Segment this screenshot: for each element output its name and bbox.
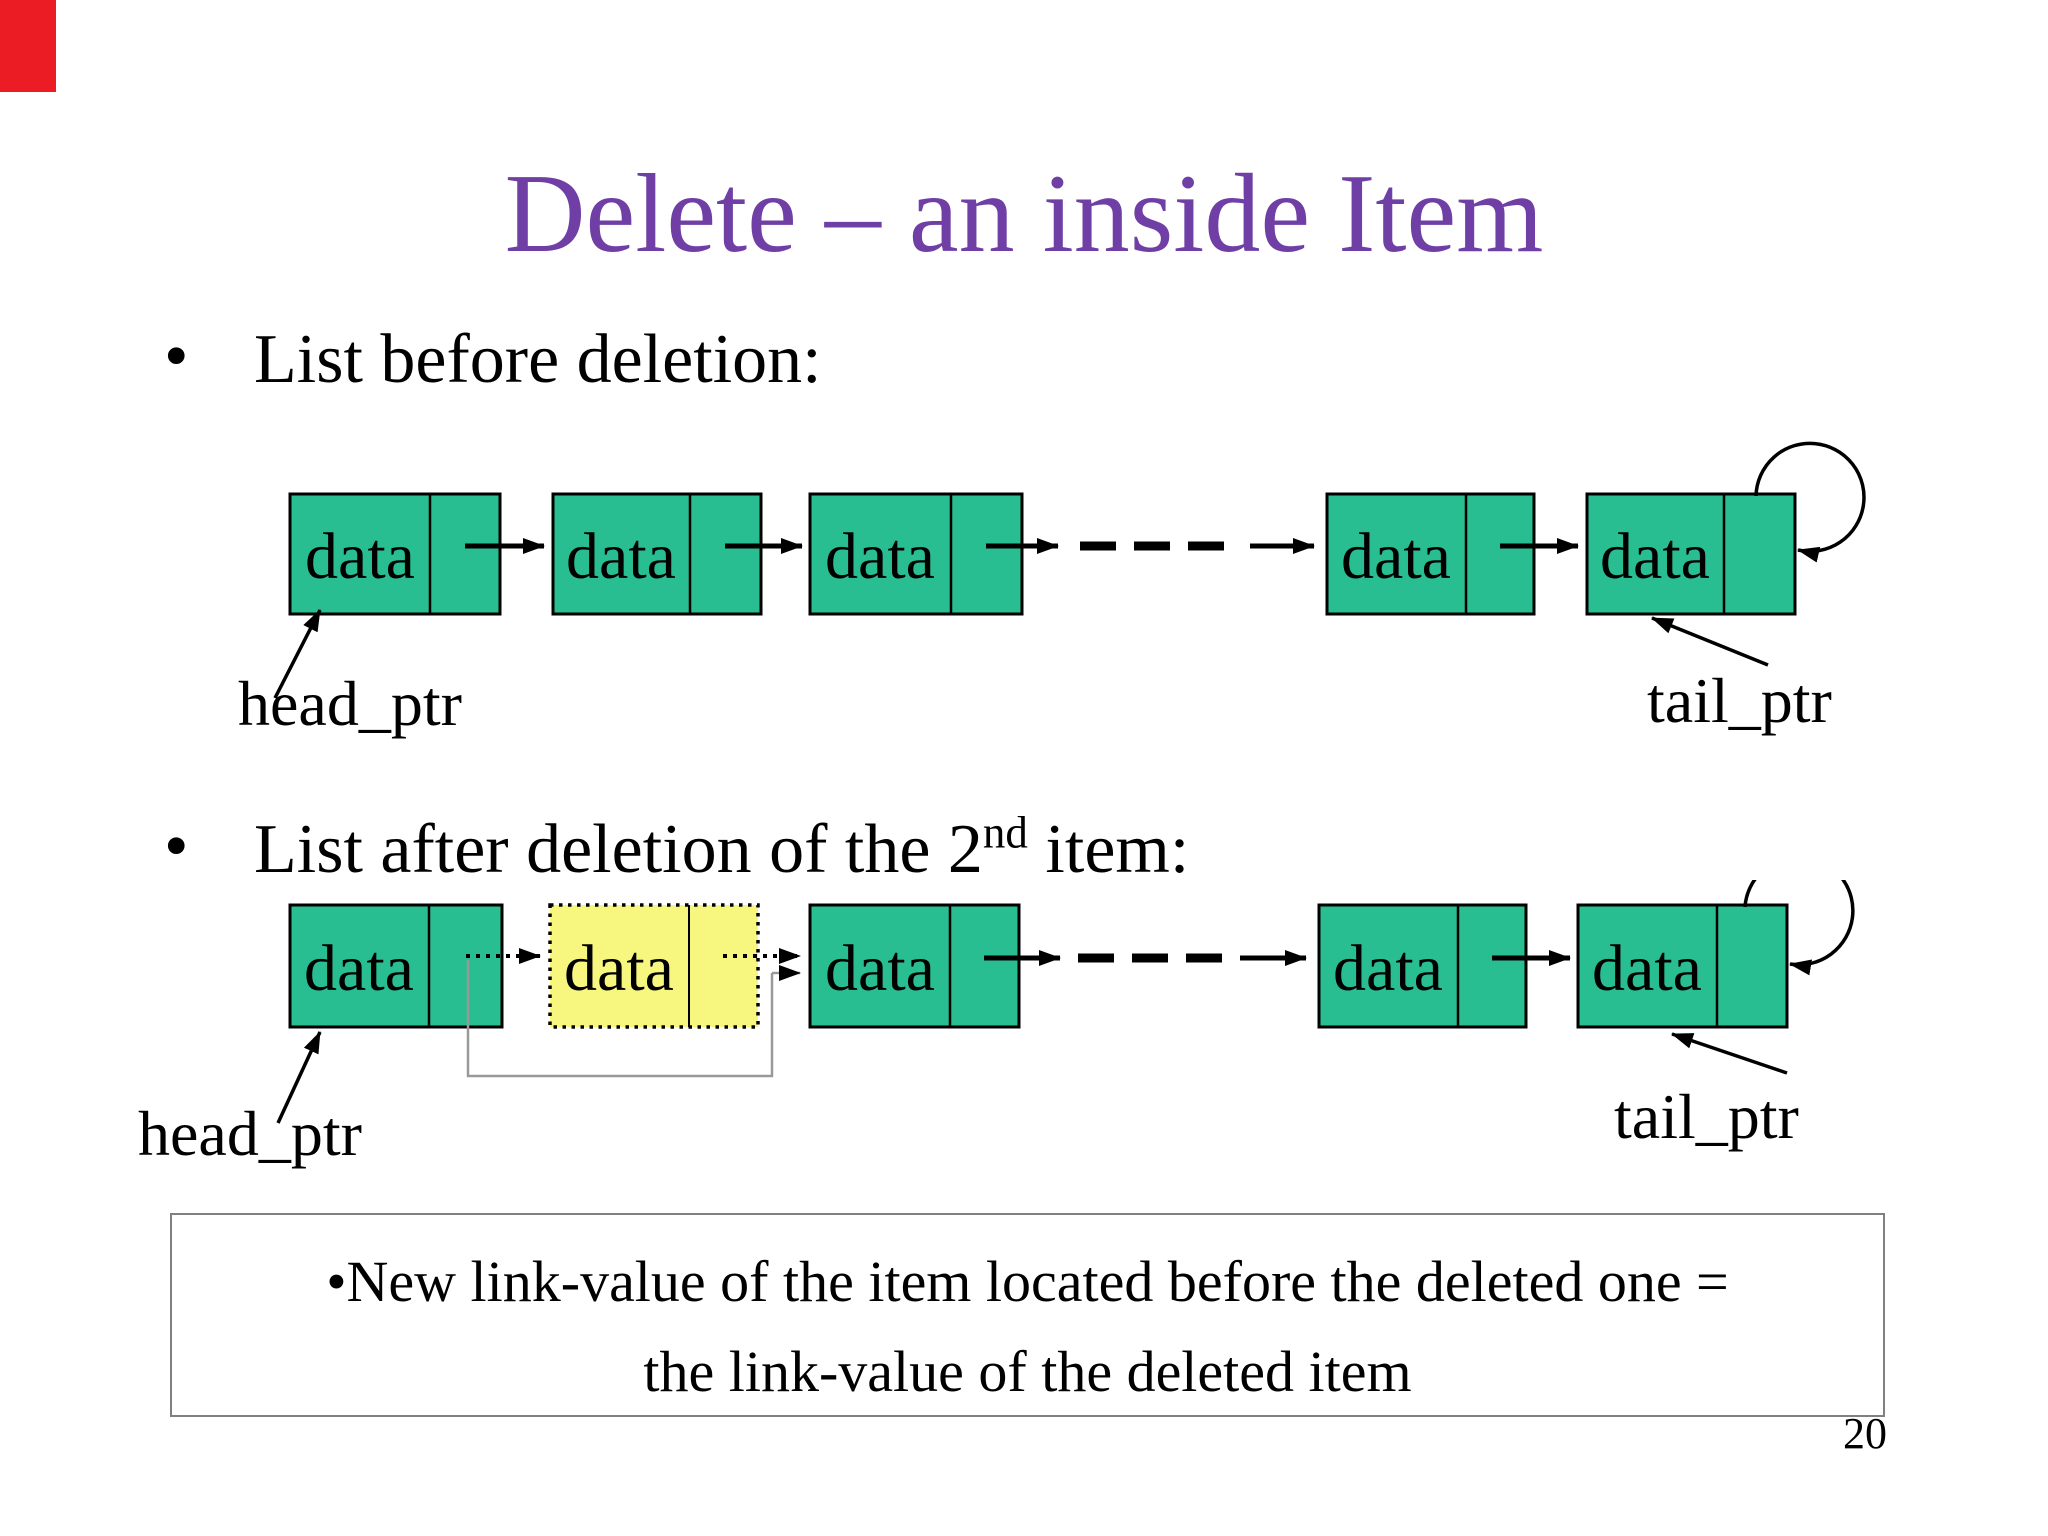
linked-list-before-diagram: data data data data data head_ptr xyxy=(238,441,1866,739)
list-node: data xyxy=(1317,903,1528,1029)
node-data-label: data xyxy=(564,932,674,1005)
bullet-dot: • xyxy=(164,808,189,885)
node-data-label: data xyxy=(825,520,935,593)
node-data-label: data xyxy=(825,932,935,1005)
linked-list-after-diagram: data data data data data xyxy=(138,880,1855,1169)
tail-ptr-arrow xyxy=(1671,1032,1788,1075)
bullet2-prefix: List after deletion of the 2 xyxy=(254,811,983,888)
list-node: data xyxy=(1325,492,1536,616)
note-line-2: the link-value of the deleted item xyxy=(643,1339,1412,1404)
bullet-item-before: List before deletion: xyxy=(254,321,822,398)
node-data-label: data xyxy=(1600,520,1710,593)
node-data-label: data xyxy=(566,520,676,593)
tail-self-loop-arrow xyxy=(1754,441,1866,563)
list-node: data xyxy=(1576,903,1789,1029)
list-node: data xyxy=(288,492,502,616)
list-node: data xyxy=(551,492,763,616)
head-ptr-label: head_ptr xyxy=(238,668,462,739)
bullet2-superscript: nd xyxy=(982,807,1028,858)
bullet-dot: • xyxy=(164,318,189,395)
deleted-node: data xyxy=(548,903,760,1029)
head-ptr-arrow xyxy=(273,609,322,699)
node-data-label: data xyxy=(1592,932,1702,1005)
bullet-item-after: List after deletion of the 2nd item: xyxy=(254,810,1189,885)
node-data-label: data xyxy=(305,520,415,593)
node-data-label: data xyxy=(304,932,414,1005)
bullet2-suffix: item: xyxy=(1027,811,1190,888)
list-node: data xyxy=(288,903,504,1029)
tail-ptr-label: tail_ptr xyxy=(1614,1081,1799,1152)
tail-ptr-arrow xyxy=(1651,616,1769,667)
page-number: 20 xyxy=(1843,1409,1887,1458)
list-node: data xyxy=(1585,492,1797,616)
slide-title: Delete – an inside Item xyxy=(504,152,1544,276)
tail-self-loop-arrow xyxy=(1743,880,1855,976)
head-ptr-label: head_ptr xyxy=(138,1098,362,1169)
head-ptr-arrow xyxy=(276,1031,322,1124)
note-box: •New link-value of the item located befo… xyxy=(170,1213,1885,1417)
node-data-label: data xyxy=(1333,932,1443,1005)
red-corner-marker xyxy=(0,0,56,92)
node-data-label: data xyxy=(1341,520,1451,593)
list-node: data xyxy=(808,492,1024,616)
tail-ptr-label: tail_ptr xyxy=(1647,665,1832,736)
list-node: data xyxy=(808,903,1021,1029)
bypass-new-link-line xyxy=(466,960,774,1078)
note-line-1: •New link-value of the item located befo… xyxy=(326,1249,1729,1314)
